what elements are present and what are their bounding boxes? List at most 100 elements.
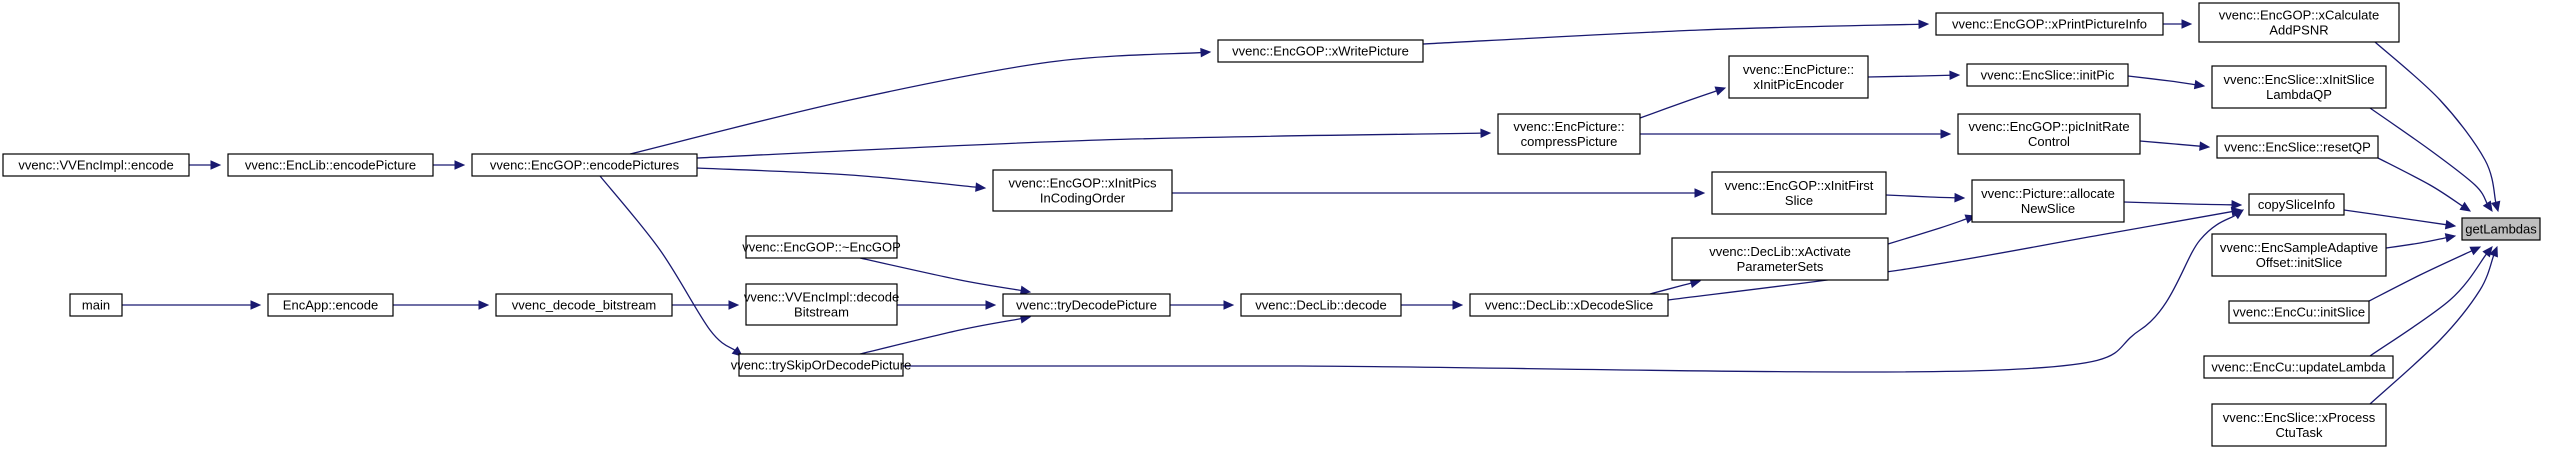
node-box xyxy=(2,153,190,177)
edge-line xyxy=(1887,218,1967,245)
node-label: vvenc::EncSlice::resetQP xyxy=(2224,140,2371,155)
edge-tryDecodePicture-to-decLibDecode xyxy=(1170,300,1235,310)
edge-line xyxy=(1867,74,1951,78)
node-getLambdas[interactable]: getLambdas xyxy=(2461,217,2541,241)
edge-updateLambda-to-getLambdas xyxy=(2369,246,2493,357)
node-copySliceInfo[interactable]: copySliceInfo xyxy=(2248,193,2345,216)
node-encGOPDestructor[interactable]: vvenc::EncGOP::~EncGOP xyxy=(742,235,901,259)
node-saoInitSlice[interactable]: vvenc::EncSampleAdaptiveOffset::initSlic… xyxy=(2211,233,2387,277)
edge-trySkipOrDecodePicture-to-copySliceInfo xyxy=(902,209,2245,373)
node-decLibDecode[interactable]: vvenc::DecLib::decode xyxy=(1240,293,1402,317)
edge-xCalcPSNR-to-getLambdas xyxy=(2374,41,2501,213)
node-encodePictures[interactable]: vvenc::EncGOP::encodePictures xyxy=(471,153,698,177)
node-updateLambda[interactable]: vvenc::EncCu::updateLambda xyxy=(2203,355,2394,379)
node-box xyxy=(1217,39,1424,63)
node-xDecodeSlice[interactable]: vvenc::DecLib::xDecodeSlice xyxy=(1469,293,1669,317)
node-label: ParameterSets xyxy=(1737,259,1824,274)
node-box xyxy=(1728,55,1869,99)
arrowhead xyxy=(1694,188,1706,198)
edge-line xyxy=(2374,41,2497,203)
node-box xyxy=(1957,113,2141,155)
node-label: vvenc::DecLib::decode xyxy=(1255,298,1387,313)
edge-decLibDecode-to-xDecodeSlice xyxy=(1401,300,1464,310)
edge-line xyxy=(902,214,2236,373)
arrowhead xyxy=(2193,79,2206,90)
edge-line xyxy=(2139,140,2201,147)
node-encodePicture[interactable]: vvenc::EncLib::encodePicture xyxy=(227,153,434,177)
edge-line xyxy=(1885,194,1956,199)
node-box xyxy=(2203,355,2394,379)
node-box xyxy=(267,293,394,317)
node-encAppEncode[interactable]: EncApp::encode xyxy=(267,293,394,317)
node-label: vvenc_decode_bitstream xyxy=(512,298,657,313)
node-compressPicture[interactable]: vvenc::EncPicture::compressPicture xyxy=(1497,113,1641,155)
node-vvencImplEncode[interactable]: vvenc::VVEncImpl::encode xyxy=(2,153,190,177)
node-label: Offset::initSlice xyxy=(2256,255,2342,270)
arrowhead xyxy=(1223,300,1235,310)
node-box xyxy=(227,153,434,177)
edge-line xyxy=(2369,107,2488,204)
node-label: Control xyxy=(2028,134,2070,149)
node-label: vvenc::EncGOP::xWritePicture xyxy=(1232,44,1409,59)
node-resetQP[interactable]: vvenc::EncSlice::resetQP xyxy=(2216,135,2379,159)
edge-encodePictures-to-xInitPicsInCodingOrder xyxy=(696,167,987,192)
node-box xyxy=(2198,2,2400,43)
node-layer: getLambdas copySliceInfo vvenc::EncGOP::xC… xyxy=(2,2,2541,447)
node-label: vvenc::EncLib::encodePicture xyxy=(245,158,416,173)
node-box xyxy=(1935,12,2164,36)
edge-xInitPicEncoder-to-initPic xyxy=(1867,70,1961,80)
edge-picInitRateControl-to-resetQP xyxy=(2139,140,2211,151)
node-label: vvenc::VVEncImpl::encode xyxy=(18,158,173,173)
node-box xyxy=(69,293,123,317)
node-box xyxy=(992,169,1173,212)
node-cuInitSlice[interactable]: vvenc::EncCu::initSlice xyxy=(2228,300,2370,324)
node-label: vvenc::EncSampleAdaptive xyxy=(2220,240,2378,255)
node-xInitPicEncoder[interactable]: vvenc::EncPicture::xInitPicEncoder xyxy=(1728,55,1869,99)
arrowhead xyxy=(2231,200,2243,210)
node-main[interactable]: main xyxy=(69,293,123,317)
node-label: AddPSNR xyxy=(2269,23,2328,38)
node-label: vvenc::EncGOP::xInitFirst xyxy=(1725,178,1874,193)
arrowhead xyxy=(2232,209,2245,220)
edge-vvencImplDecodeBitstream-to-tryDecodePicture xyxy=(897,300,997,310)
arrowhead xyxy=(1714,86,1727,96)
arrowhead xyxy=(2181,19,2193,29)
edge-resetQP-to-getLambdas xyxy=(2377,157,2472,212)
node-xPrintPictureInfo[interactable]: vvenc::EncGOP::xPrintPictureInfo xyxy=(1935,12,2164,36)
node-tryDecodePicture[interactable]: vvenc::tryDecodePicture xyxy=(1002,293,1171,317)
node-initPic[interactable]: vvenc::EncSlice::initPic xyxy=(1966,63,2129,87)
edge-line xyxy=(629,51,1202,155)
node-box xyxy=(745,235,898,259)
node-trySkipOrDecodePicture[interactable]: vvenc::trySkipOrDecodePicture xyxy=(731,353,912,377)
edge-xInitFirstSlice-to-allocateNewSlice xyxy=(1885,192,1966,203)
edge-encodePictures-to-trySkipOrDecodePicture xyxy=(599,175,743,357)
node-label: CtuTask xyxy=(2276,425,2323,440)
node-label: vvenc::EncPicture:: xyxy=(1743,62,1854,77)
edge-line xyxy=(1667,210,2233,301)
arrowhead xyxy=(2444,233,2457,243)
node-xWritePicture[interactable]: vvenc::EncGOP::xWritePicture xyxy=(1217,39,1424,63)
node-box xyxy=(745,283,898,326)
arrowhead xyxy=(2491,200,2501,213)
arrowhead xyxy=(1940,129,1952,139)
edge-vvencDecodeBitstream-to-vvencImplDecodeBitstream xyxy=(672,300,740,310)
edge-xActivateParameterSets-to-allocateNewSlice xyxy=(1887,214,1977,245)
node-box xyxy=(2228,300,2370,324)
node-vvencDecodeBitstream[interactable]: vvenc_decode_bitstream xyxy=(495,293,673,317)
arrowhead xyxy=(1452,300,1464,310)
edge-line xyxy=(859,257,1022,292)
node-box xyxy=(1971,179,2125,223)
edge-xPrintPictureInfo-to-xCalcPSNR xyxy=(2162,19,2193,29)
node-label: compressPicture xyxy=(1521,134,1618,149)
arrowhead xyxy=(2444,219,2457,230)
arrowhead xyxy=(454,160,466,170)
